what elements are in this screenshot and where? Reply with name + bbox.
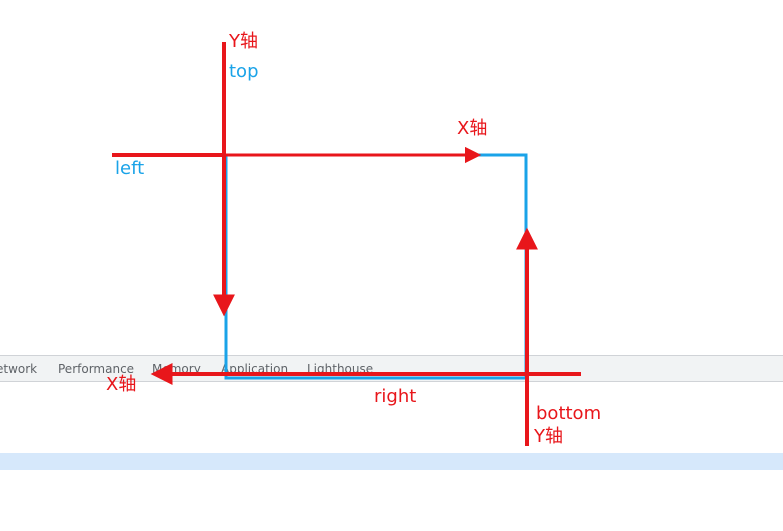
y-axis-label-top: Y轴 [229, 31, 258, 52]
bottom-label: bottom [536, 403, 602, 424]
element-box-outline [224, 153, 528, 380]
tab-performance[interactable]: Performance [58, 362, 135, 376]
y-axis-label-bottom: Y轴 [534, 426, 563, 447]
right-label: right [374, 386, 417, 407]
x-axis-label-bottom: X轴 [106, 374, 137, 395]
top-label: top [229, 61, 259, 82]
selected-row-highlight [0, 453, 783, 470]
left-label: left [115, 158, 145, 179]
tab-network[interactable]: etwork [0, 362, 38, 376]
x-axis-label-top: X轴 [457, 118, 488, 139]
